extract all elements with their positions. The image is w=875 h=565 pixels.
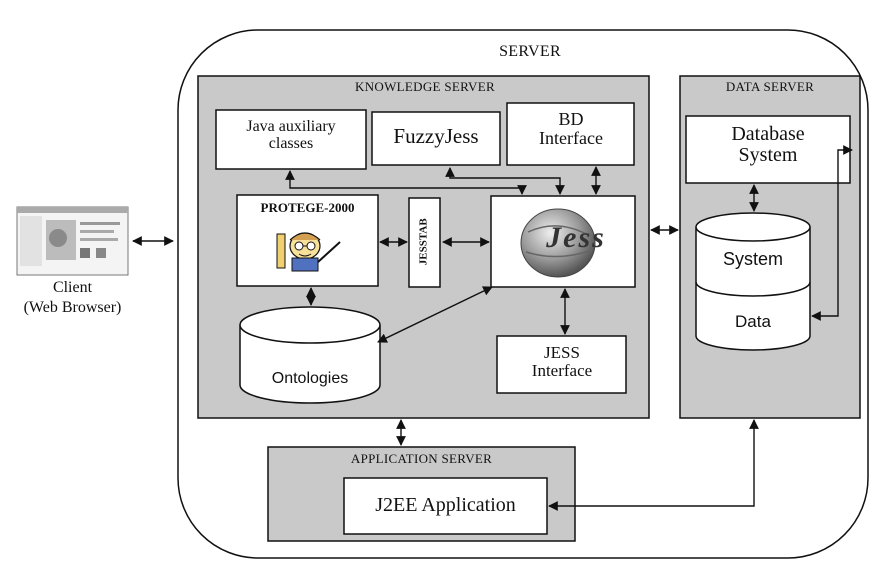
jesstab-label: JESSTAB: [417, 218, 430, 266]
client-sub-label: (Web Browser): [23, 299, 122, 316]
protege-mascot-icon: [276, 232, 341, 272]
bd-interface-box: [506, 102, 635, 166]
server-title: SERVER: [499, 43, 561, 60]
fuzzyjess-jess-arrow: [445, 167, 565, 195]
database-system-label: Database System: [731, 123, 805, 166]
knowledge-server-title: KNOWLEDGE SERVER: [355, 79, 495, 94]
java-aux-box: [215, 109, 367, 170]
data-server-title: DATA SERVER: [725, 79, 815, 94]
java-aux-label: Java auxiliary classes: [246, 118, 336, 152]
system-data-cylinders: [695, 212, 811, 351]
data-j2ee-arrow: [548, 419, 759, 511]
dbsystem-data-loop-arrow: [811, 145, 853, 321]
jess-logo-text: Jess: [546, 221, 606, 254]
fuzzyjess-label: FuzzyJess: [393, 124, 479, 148]
bd-interface-label: BD Interface: [539, 109, 603, 148]
connectors: [132, 145, 853, 511]
jess-ontologies-arrow: [377, 286, 493, 343]
browser-screenshot-icon: [16, 206, 129, 276]
jess-interface-label: JESS Interface: [531, 343, 593, 380]
jess-sphere-logo-icon: [520, 208, 596, 278]
ontologies-label: Ontologies: [271, 370, 349, 387]
jesstab-box: [408, 197, 441, 288]
fuzzyjess-box: [371, 111, 501, 166]
data-cylinder-label: Data: [735, 312, 771, 331]
client-label: Client: [52, 279, 93, 296]
system-cylinder-label: System: [722, 249, 783, 269]
j2ee-application-box: [343, 477, 548, 535]
jess-interface-box: [496, 335, 627, 394]
j2ee-application-label: J2EE Application: [375, 494, 516, 516]
ontologies-cylinder: [239, 306, 381, 404]
application-server-title: APPLICATION SERVER: [350, 451, 493, 466]
protege-label: PROTEGE-2000: [260, 200, 355, 215]
